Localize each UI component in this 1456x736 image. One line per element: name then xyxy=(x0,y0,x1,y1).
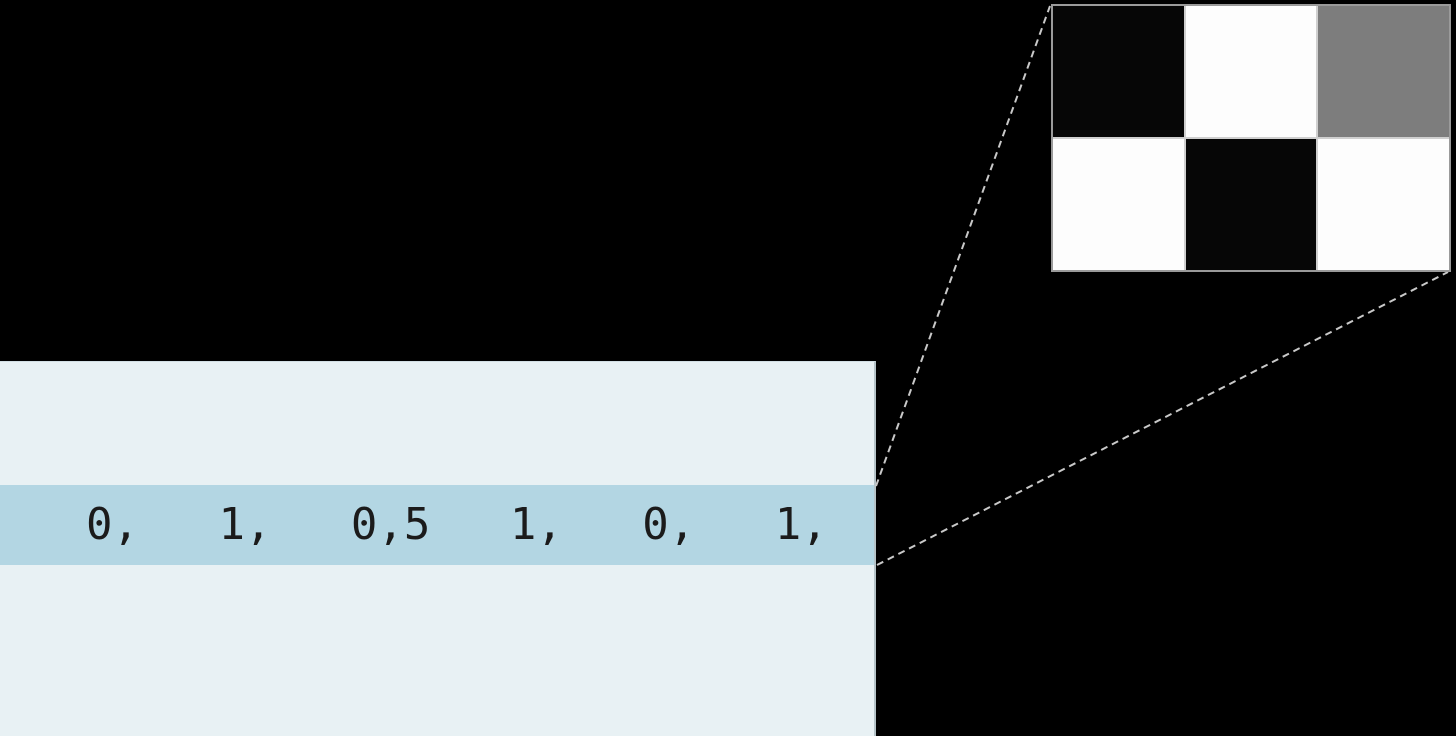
pixel-cell-r0c1 xyxy=(1185,6,1317,137)
pixel-cell-r1c1 xyxy=(1185,139,1317,270)
pixel-values-text: 0, 1, 0,5 1, 0, 1, xyxy=(86,499,828,550)
highlighted-pixel-row: 0, 1, 0,5 1, 0, 1, xyxy=(0,485,874,565)
connector-line-bottom xyxy=(876,271,1449,566)
pixel-cell-r0c2 xyxy=(1318,6,1449,137)
zoomed-pixel-grid xyxy=(1051,4,1451,272)
pixel-cell-r1c0 xyxy=(1053,139,1184,270)
connector-line-top xyxy=(875,5,1051,487)
pixel-data-panel: 0, 1, 0,5 1, 0, 1, xyxy=(0,361,876,736)
pixel-cell-r0c0 xyxy=(1053,6,1184,137)
pixel-cell-r1c2 xyxy=(1318,139,1449,270)
